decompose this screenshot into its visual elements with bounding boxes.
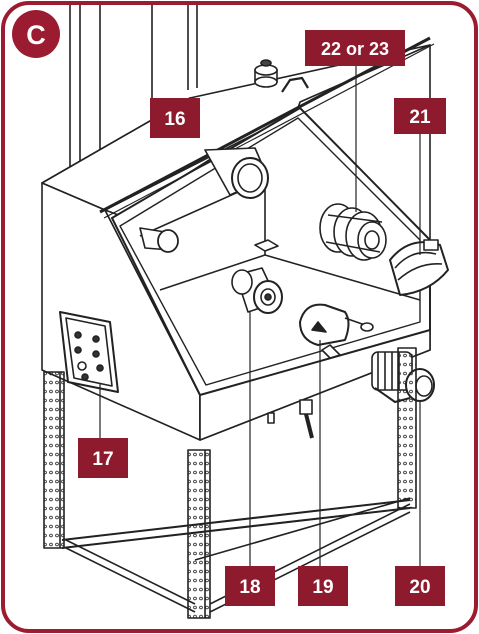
callout-20: 20	[409, 577, 430, 598]
callout-20-box	[395, 566, 445, 606]
callout-21-box	[394, 98, 446, 134]
inner-tube	[139, 227, 179, 253]
stand-legs	[43, 347, 417, 619]
drain-lever	[267, 399, 314, 439]
callout-21: 21	[409, 107, 431, 128]
leader-lines	[99, 62, 421, 566]
panel-letter: C	[26, 20, 46, 50]
lamp-hood	[389, 239, 449, 296]
callout-16-box	[150, 98, 200, 138]
callout-18-box	[225, 566, 275, 606]
callout-17-box	[78, 438, 128, 478]
callout-18: 18	[239, 577, 260, 598]
callout-16: 16	[164, 109, 185, 130]
glove-port	[319, 203, 387, 261]
control-panel	[59, 311, 119, 393]
callout-19-box	[298, 566, 348, 606]
callout-22-or-23: 22 or 23	[321, 39, 389, 59]
callout-labels: C 16 21 22 or 23 17 18 19 20	[12, 10, 446, 606]
valve-cap	[299, 303, 374, 359]
callout-17: 17	[92, 449, 113, 470]
panel-letter-badge	[12, 10, 60, 58]
callout-19: 19	[312, 577, 333, 598]
inner-pipe	[204, 147, 269, 199]
coupler-fitting	[231, 267, 283, 314]
callout-22-box	[305, 30, 405, 66]
top-fitting	[254, 59, 278, 88]
cabinet-drawing	[41, 5, 449, 619]
